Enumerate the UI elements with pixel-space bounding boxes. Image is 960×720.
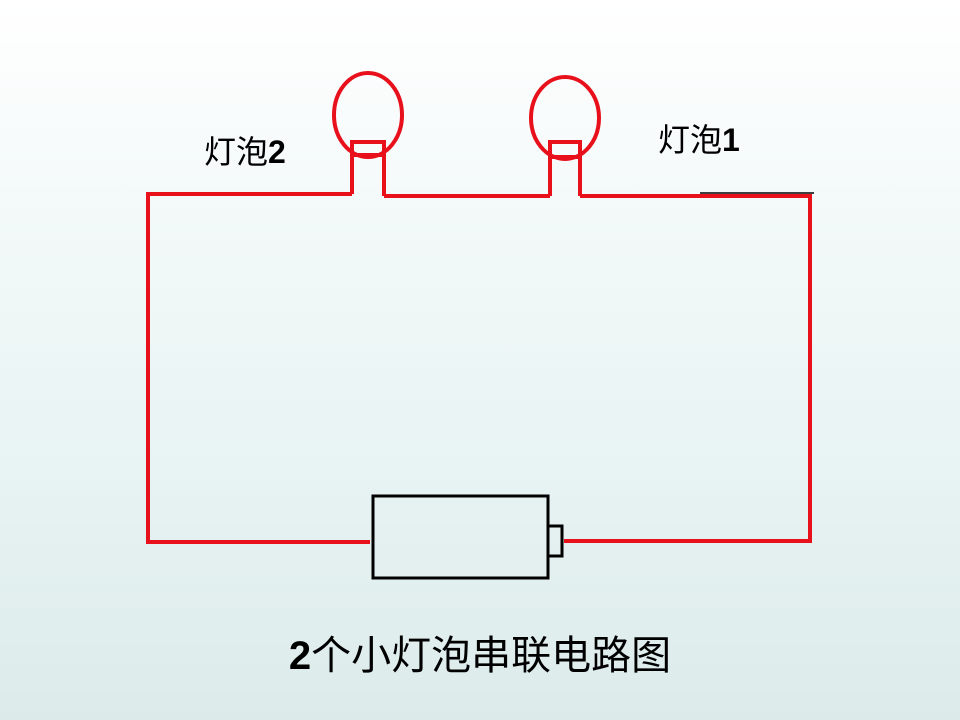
caption-text: 个小灯泡串联电路图 [311,633,672,679]
lightbulb-icon [332,71,404,196]
bulb1-glass [529,75,601,161]
wire-top-right [564,194,812,543]
lightbulb-icon [529,75,601,196]
battery-icon [371,494,564,580]
diagram-caption: 2个小灯泡串联电路图 [0,636,960,676]
bulb1-label-text: 灯泡 [658,121,723,159]
battery-terminal [546,524,564,558]
battery-body [371,494,550,580]
bulb2-label: 灯泡2 [204,136,286,168]
bulb1-label: 灯泡1 [658,124,740,156]
bulb2-label-number: 2 [268,134,286,170]
bulb2-glass [332,71,404,159]
circuit-wire [146,192,812,544]
caption-number: 2 [288,634,312,678]
bulb1-base [548,140,582,196]
bulb2-label-text: 灯泡 [204,133,269,171]
bulb1-label-number: 1 [722,122,740,158]
wire-top-left [146,192,370,544]
bulb2-base [350,140,386,196]
